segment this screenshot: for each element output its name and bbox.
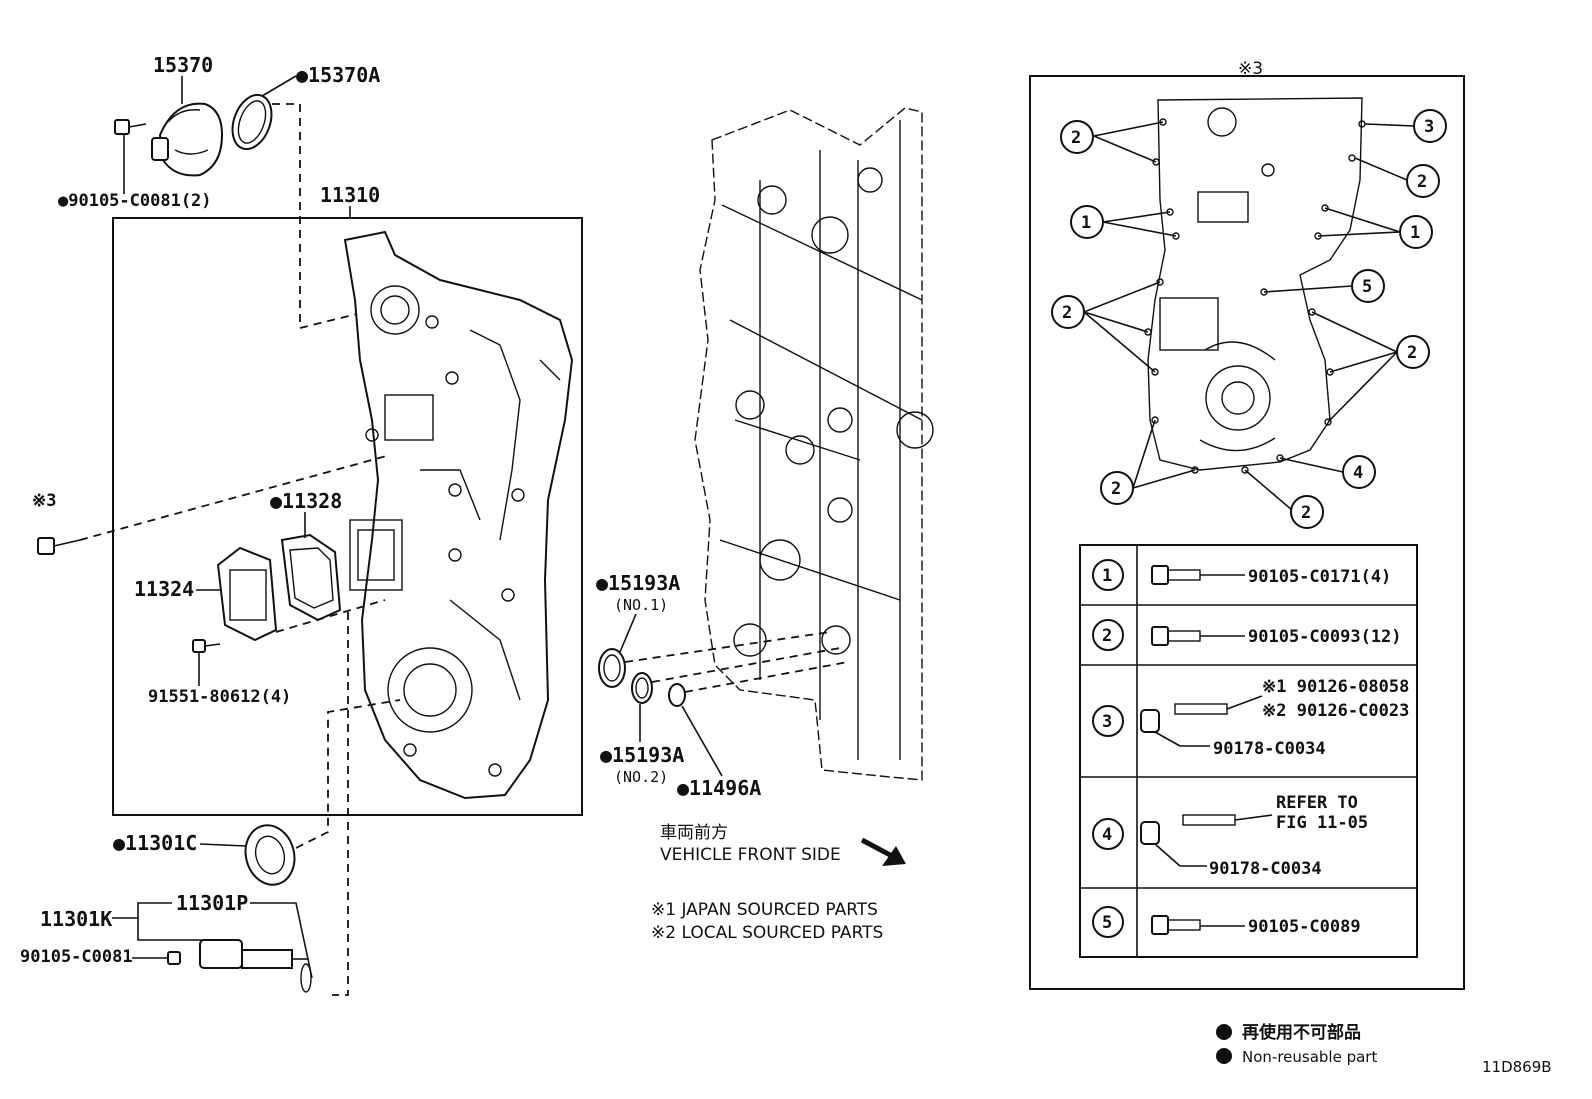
- seal-15193A-no1-illustration[interactable]: [598, 648, 626, 688]
- note-japan-sourced: ※1 JAPAN SOURCED PARTS: [651, 900, 878, 920]
- table-row-4[interactable]: 4 REFER TO FIG 11-05 90178-C0034: [1092, 793, 1368, 879]
- front-arrow-icon: [860, 837, 906, 866]
- nut-icon: [1140, 821, 1160, 845]
- non-reusable-dot-icon: [1216, 1024, 1232, 1040]
- svg-text:REFER TO: REFER TO: [1276, 793, 1358, 813]
- bolt-icon: [1151, 915, 1169, 935]
- diagram-code: 11D869B: [1482, 1058, 1552, 1076]
- svg-text:2: 2: [1062, 303, 1072, 323]
- seal-15193A-no2-illustration[interactable]: [631, 672, 653, 704]
- legend: 再使用不可部品 Non-reusable part: [1216, 1022, 1377, 1066]
- svg-text:3: 3: [1424, 117, 1434, 137]
- svg-text:90105-C0093(12): 90105-C0093(12): [1248, 627, 1402, 647]
- bolt-icon: [1151, 565, 1169, 585]
- svg-text:5: 5: [1362, 277, 1372, 297]
- table-row-5[interactable]: 5 90105-C0089: [1092, 906, 1361, 938]
- svg-text:90105-C0171(4): 90105-C0171(4): [1248, 567, 1391, 587]
- label-11301C: ●11301C: [113, 831, 197, 855]
- table-row-3[interactable]: 3 ※1 90126-08058 ※2 90126-C0023 90178-C0…: [1092, 677, 1409, 759]
- label-15370A: ●15370A: [296, 63, 380, 87]
- bolt-icon: [1151, 626, 1169, 646]
- bolt-holes: [1144, 118, 1366, 474]
- bolt-90105-C0081-2-illustration[interactable]: [114, 119, 147, 135]
- svg-text:90178-C0034: 90178-C0034: [1209, 859, 1322, 879]
- svg-text:3: 3: [1102, 712, 1112, 732]
- nut-icon: [1140, 709, 1160, 733]
- oring-11496A-illustration[interactable]: [668, 683, 686, 707]
- svg-text:2: 2: [1301, 503, 1311, 523]
- label-90105-C0081: 90105-C0081: [20, 947, 133, 967]
- bolt-91551-illustration[interactable]: [192, 639, 206, 653]
- label-91551-80612-4: 91551-80612(4): [148, 687, 291, 707]
- part-15370-illustration[interactable]: [151, 102, 224, 177]
- label-15370: 15370: [153, 53, 213, 77]
- label-11496A: ●11496A: [677, 776, 761, 800]
- note-local-sourced: ※2 LOCAL SOURCED PARTS: [651, 923, 883, 943]
- svg-text:※1 90126-08058: ※1 90126-08058: [1262, 677, 1409, 697]
- label-mark3-left: ※3: [32, 491, 56, 511]
- label-no1: (NO.1): [614, 596, 668, 614]
- svg-text:4: 4: [1353, 463, 1363, 483]
- svg-text:90178-C0034: 90178-C0034: [1213, 739, 1326, 759]
- svg-text:2: 2: [1102, 626, 1112, 646]
- oring-15370A-illustration[interactable]: [226, 90, 279, 155]
- label-11310: 11310: [320, 183, 380, 207]
- svg-text:※2 90126-C0023: ※2 90126-C0023: [1262, 701, 1409, 721]
- bolt-group-box: [1029, 75, 1465, 990]
- table-row-1[interactable]: 1 90105-C0171(4): [1092, 559, 1391, 591]
- label-11301P: 11301P: [176, 891, 248, 915]
- callouts: 2 3 2 1 1 5 2 2 4 2 2: [1051, 109, 1447, 529]
- legend-en: Non-reusable part: [1242, 1048, 1377, 1066]
- table-row-2[interactable]: 2 90105-C0093(12): [1092, 619, 1402, 651]
- svg-text:FIG 11-05: FIG 11-05: [1276, 813, 1368, 833]
- label-15193A-no2: ●15193A: [600, 743, 684, 767]
- label-90105-C0081-2: ●90105-C0081(2): [58, 191, 212, 211]
- timing-chain-cover-11310-illustration[interactable]: [343, 230, 574, 800]
- label-11328: ●11328: [270, 489, 342, 513]
- non-reusable-dot-icon: [1216, 1048, 1232, 1064]
- svg-text:2: 2: [1071, 128, 1081, 148]
- legend-jp: 再使用不可部品: [1242, 1022, 1361, 1043]
- label-no2: (NO.2): [614, 768, 668, 786]
- svg-text:2: 2: [1111, 479, 1121, 499]
- seal-11301C-illustration[interactable]: [239, 820, 301, 890]
- label-11301K: 11301K: [40, 907, 112, 931]
- engine-block-illustration: [694, 107, 934, 781]
- sensor-11301K-illustration[interactable]: [199, 939, 308, 969]
- label-front-en: VEHICLE FRONT SIDE: [660, 845, 841, 865]
- svg-text:2: 2: [1407, 343, 1417, 363]
- svg-text:90105-C0089: 90105-C0089: [1248, 917, 1361, 937]
- plate-11324-illustration[interactable]: [216, 546, 278, 642]
- cover-bolt-location-illustration: [1147, 97, 1363, 471]
- label-front-jp: 車両前方: [660, 823, 728, 843]
- label-mark3-group: ※3: [1238, 59, 1263, 79]
- label-15193A-no1: ●15193A: [596, 571, 680, 595]
- svg-text:2: 2: [1417, 172, 1427, 192]
- bolt-table: 1 90105-C0171(4) 2 90105-C0093(12) 3 ※1 …: [1079, 544, 1418, 958]
- svg-text:4: 4: [1102, 825, 1112, 845]
- label-11324: 11324: [134, 577, 194, 601]
- svg-text:1: 1: [1081, 213, 1091, 233]
- bolt-mark3-illustration[interactable]: [37, 537, 81, 555]
- svg-text:1: 1: [1410, 223, 1420, 243]
- svg-text:5: 5: [1102, 913, 1112, 933]
- svg-text:1: 1: [1102, 566, 1112, 586]
